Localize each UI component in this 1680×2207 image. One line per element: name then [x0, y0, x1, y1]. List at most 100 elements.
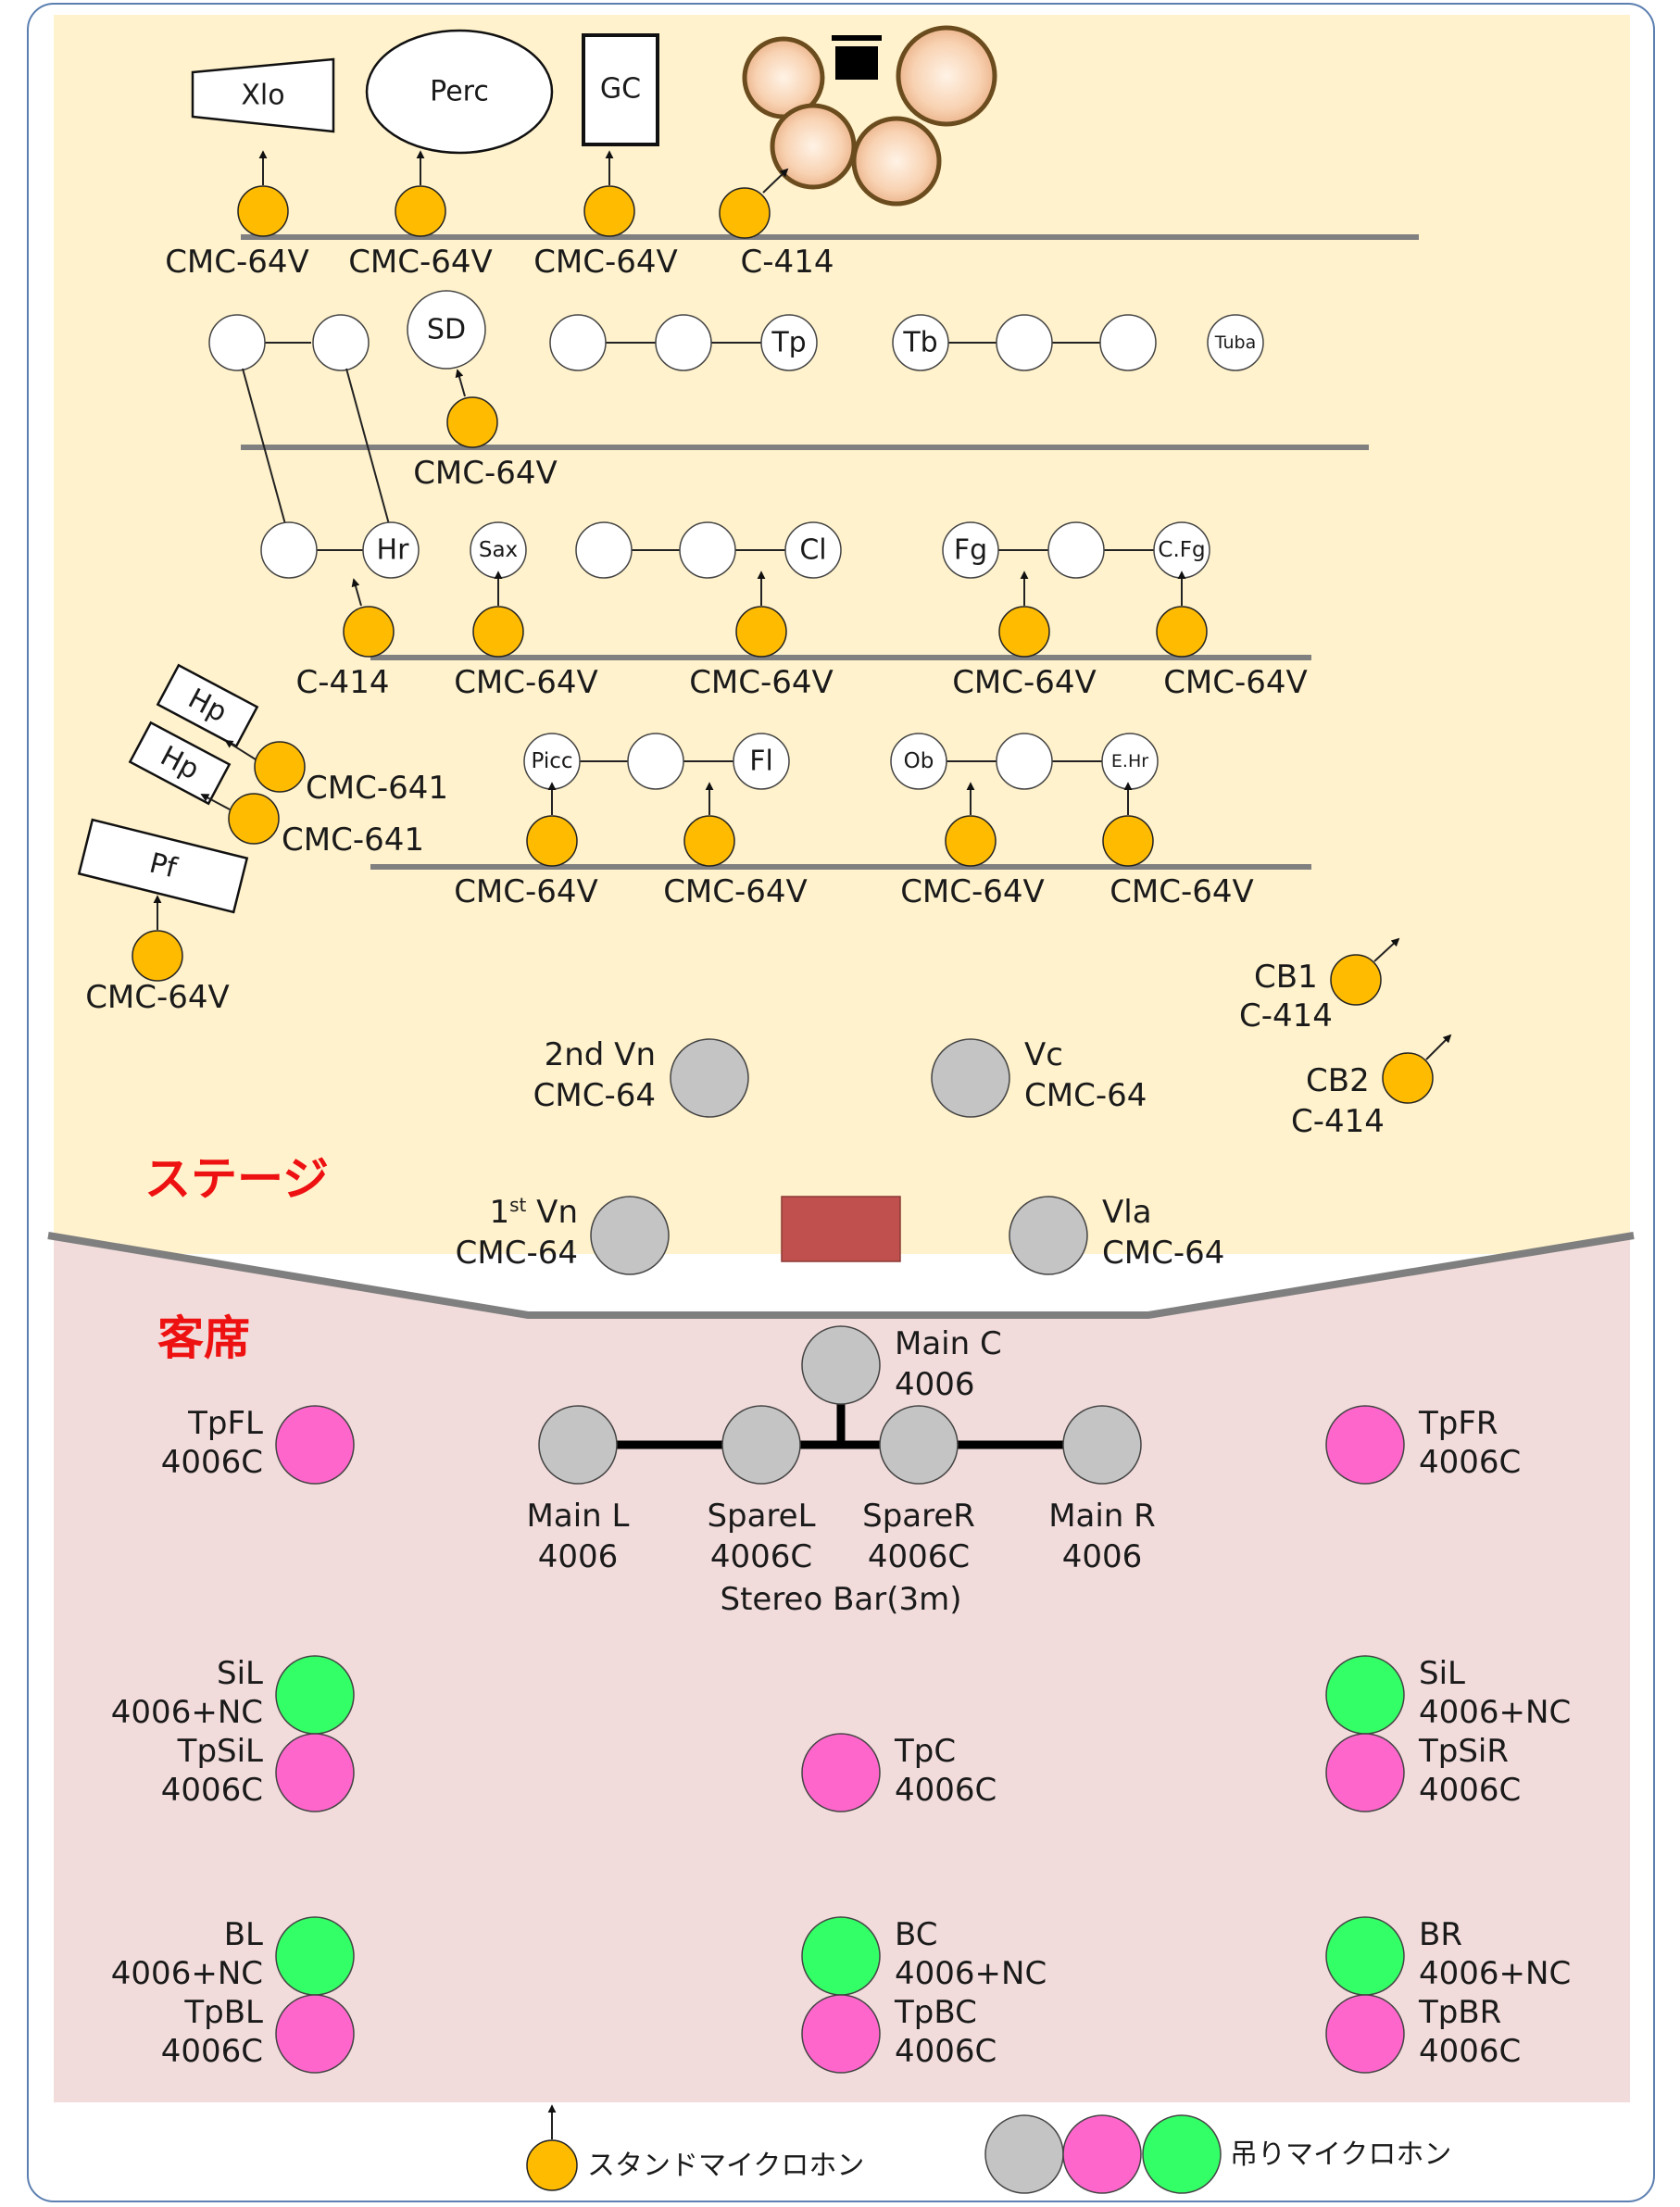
stage-edge — [47, 1232, 1635, 1319]
tpbr-name: TpBR — [1418, 1994, 1501, 2031]
xylophone-box — [191, 57, 335, 133]
hanging-mic — [275, 1733, 355, 1812]
snare-drum-seat — [407, 290, 486, 370]
mic-model-label: CMC-64V — [952, 664, 1097, 701]
legend-stand-mic-icon — [526, 2139, 578, 2191]
horn-seat — [362, 521, 420, 579]
trumpet-seat — [760, 314, 818, 371]
main-r-name: Main R — [1048, 1498, 1156, 1535]
stand-mic — [446, 396, 498, 448]
audience-label: 客席 — [157, 1311, 250, 1365]
hanging-mic — [670, 1038, 749, 1118]
tpfl-name: TpFL — [187, 1405, 263, 1442]
player-seat — [1099, 314, 1157, 371]
tpsir-model: 4006C — [1419, 1772, 1521, 1809]
hanging-mic — [879, 1405, 959, 1485]
hanging-mic — [275, 1655, 355, 1735]
mic-model-label: CMC-641 — [306, 770, 448, 807]
cello-name: Vc — [1024, 1036, 1063, 1073]
mic-model-label: CMC-64V — [454, 664, 598, 701]
hanging-mic — [1325, 1405, 1405, 1485]
viola-name: Vla — [1102, 1194, 1152, 1231]
trombone-label: Tb — [902, 327, 937, 359]
hanging-mic — [1062, 1405, 1142, 1485]
tpbl-model: 4006C — [161, 2033, 263, 2070]
snare-drum-label: SD — [427, 314, 466, 346]
xylophone-label: Xlo — [241, 80, 284, 112]
stand-mic — [1156, 606, 1208, 658]
cello-model: CMC-64 — [1024, 1077, 1147, 1114]
stand-mic — [945, 815, 997, 867]
legend-gray-mic-icon — [984, 2114, 1064, 2194]
mic-model-label: CMC-64V — [689, 664, 834, 701]
hanging-mic — [275, 1994, 355, 2074]
tpbc-name: TpBC — [894, 1994, 977, 2031]
hanging-mic — [538, 1405, 618, 1485]
stand-mic — [1382, 1052, 1434, 1104]
mic-model-label: CMC-64V — [1163, 664, 1308, 701]
main-l-model: 4006 — [538, 1538, 619, 1575]
mic-model-label: C-414 — [741, 244, 834, 281]
tpsir-name: TpSiR — [1418, 1733, 1509, 1770]
stage-area — [54, 15, 1630, 1254]
legend: スタンドマイクロホン 吊りマイクロホン — [526, 2104, 1451, 2194]
mic-model-label: CMC-64V — [454, 873, 598, 910]
legend-green-mic-icon — [1142, 2114, 1222, 2194]
player-seat — [208, 314, 266, 371]
stand-mic — [583, 185, 635, 237]
harp-box — [128, 721, 232, 806]
hanging-mic — [1009, 1196, 1088, 1275]
tuba-seat — [1207, 314, 1264, 371]
tpfl-model: 4006C — [161, 1444, 263, 1481]
br-name: BR — [1419, 1916, 1462, 1953]
percussion-box — [365, 29, 554, 155]
mic-model-label: CMC-64V — [348, 244, 493, 281]
spare-l-name: SpareL — [707, 1498, 815, 1535]
mic-model-label: CMC-64V — [663, 873, 808, 910]
timpani-icon — [742, 25, 997, 207]
stand-mic — [735, 606, 787, 658]
cb1-name: CB1 — [1254, 959, 1318, 996]
tpbr-model: 4006C — [1419, 2033, 1521, 2070]
main-r-model: 4006 — [1062, 1538, 1143, 1575]
second-violin-model: CMC-64 — [533, 1077, 656, 1114]
sil-right-name: SiL — [1419, 1655, 1465, 1692]
stand-mic — [683, 815, 735, 867]
hanging-mic — [801, 1916, 881, 1996]
flute-label: Fl — [749, 746, 773, 778]
hanging-mic — [1325, 1916, 1405, 1996]
player-seat — [312, 314, 370, 371]
trumpet-label: Tp — [771, 327, 806, 359]
horn-label: Hr — [377, 534, 410, 567]
clarinet-seat — [784, 521, 842, 579]
stand-mic — [132, 930, 183, 982]
tpsil-name: TpSiL — [177, 1733, 263, 1770]
tpfr-model: 4006C — [1419, 1444, 1521, 1481]
sil-left-name: SiL — [217, 1655, 263, 1692]
mic-model-label: C-414 — [296, 664, 390, 701]
hanging-mic — [590, 1196, 670, 1275]
harp-box — [156, 663, 259, 748]
hanging-mic — [275, 1405, 355, 1485]
cb1-model: C-414 — [1239, 997, 1333, 1035]
main-c-model: 4006 — [895, 1366, 975, 1403]
mic-model-label: CMC-64V — [413, 455, 558, 492]
stand-mic — [1330, 954, 1382, 1006]
tpsil-model: 4006C — [161, 1772, 263, 1809]
gran-cassa-label: GC — [600, 73, 641, 106]
bc-name: BC — [895, 1916, 937, 1953]
mic-model-label: CMC-64V — [1110, 873, 1254, 910]
main-c-name: Main C — [895, 1325, 1002, 1362]
player-seat — [260, 521, 318, 579]
tpc-name: TpC — [894, 1733, 956, 1770]
stand-mic — [395, 185, 446, 237]
oboe-seat — [890, 733, 947, 790]
english-horn-label: E.Hr — [1111, 751, 1148, 771]
stage-label: ステージ — [144, 1152, 329, 1206]
stand-mic — [526, 815, 578, 867]
first-violin-name: 1st Vn — [489, 1194, 578, 1231]
spare-r-name: SpareR — [862, 1498, 975, 1535]
player-seat — [627, 733, 684, 790]
hanging-mic — [801, 1733, 881, 1812]
